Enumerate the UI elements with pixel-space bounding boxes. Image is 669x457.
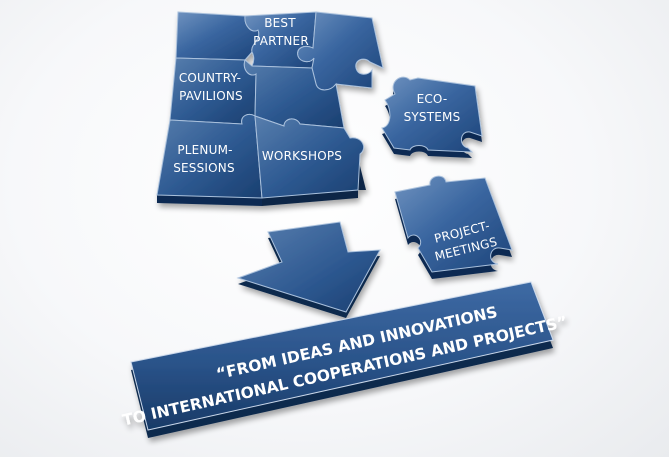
workshops-label: WORKSHOPS bbox=[262, 149, 342, 163]
country-pavilions-line2: PAVILIONS bbox=[179, 89, 243, 103]
plenum-sessions-line2: SESSIONS bbox=[173, 161, 235, 175]
eco-systems-line1: ECO- bbox=[417, 92, 448, 106]
assembled-puzzle: BEST PARTNER COUNTRY- PAVILIONS PLENUM- … bbox=[156, 11, 384, 206]
best-partner-line1: BEST bbox=[264, 16, 296, 30]
plenum-sessions-line1: PLENUM- bbox=[177, 143, 232, 157]
country-pavilions-line1: COUNTRY- bbox=[179, 71, 241, 85]
piece-eco-systems: ECO- SYSTEMS bbox=[381, 76, 483, 158]
best-partner-line2: PARTNER bbox=[253, 34, 309, 48]
piece-workshops bbox=[254, 115, 365, 199]
banner-face bbox=[130, 281, 554, 431]
piece-project-meetings: PROJECT- MEETINGS bbox=[394, 175, 513, 279]
down-arrow-icon bbox=[236, 221, 381, 318]
eco-systems-face bbox=[381, 76, 483, 153]
project-meetings-face bbox=[394, 175, 513, 273]
arrow-face bbox=[236, 221, 381, 313]
puzzle-side-right bbox=[262, 190, 358, 206]
eco-systems-line2: SYSTEMS bbox=[404, 110, 461, 124]
